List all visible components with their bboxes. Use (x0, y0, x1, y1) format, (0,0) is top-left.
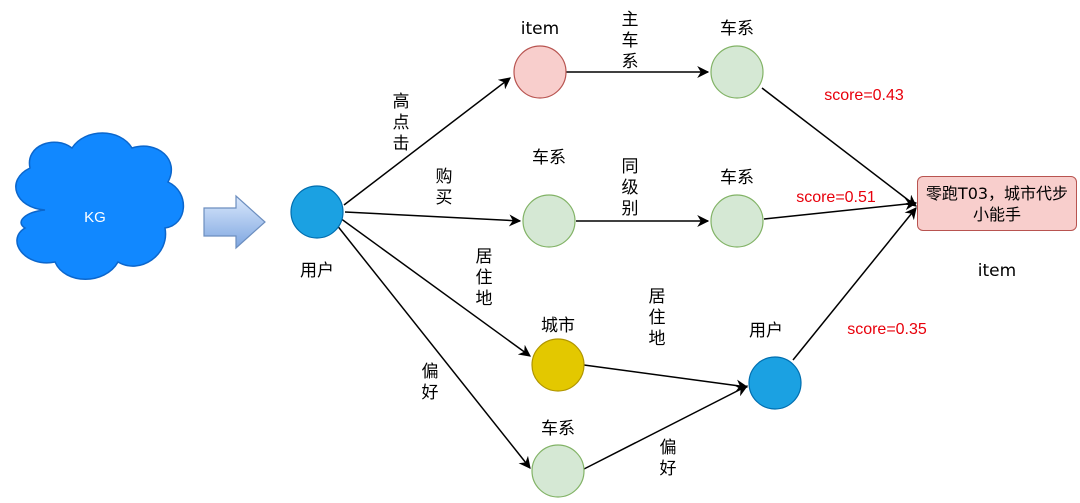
item-node-label: item (521, 19, 559, 39)
edge-label-main-series: 主车系 (622, 10, 639, 72)
score-mid: score=0.51 (796, 189, 876, 206)
user-start-label: 用户 (300, 261, 334, 281)
edge-label-preference-1: 偏好 (422, 362, 439, 403)
item-node (513, 45, 567, 99)
series-bottom-label: 车系 (541, 419, 575, 439)
result-item-box: 零跑T03，城市代步小能手 (917, 176, 1077, 231)
edge-user-to-series-mid (344, 211, 522, 227)
series-node-mid-left (522, 194, 576, 248)
edge-mid-to-result (763, 198, 918, 220)
edge-user-to-city (339, 217, 531, 357)
series-node-mid-right (710, 194, 764, 248)
series-node-top-right (710, 45, 764, 99)
edge-label-residence-2: 居住地 (649, 287, 666, 349)
user-mid-node (748, 356, 802, 410)
kg-cloud (15, 132, 185, 280)
edge-label-same-level: 同级别 (622, 157, 639, 219)
edge-city-to-user (583, 364, 749, 392)
city-node (531, 338, 585, 392)
series-top-right-label: 车系 (720, 19, 754, 39)
edge-label-residence-1: 居住地 (476, 247, 493, 309)
edge-user-to-item (343, 77, 511, 206)
result-caption: item (978, 261, 1016, 281)
edge-bottom-to-result (792, 207, 917, 361)
user-mid-label: 用户 (749, 321, 783, 341)
edge-top-to-result (761, 87, 917, 207)
edge-user-to-series-bottom (335, 223, 531, 469)
score-top: score=0.43 (824, 87, 904, 104)
series-mid-left-label: 车系 (532, 148, 566, 168)
flow-arrow-icon (203, 194, 266, 250)
city-label: 城市 (541, 316, 575, 336)
edge-label-preference-2: 偏好 (660, 438, 677, 479)
kg-label: KG (84, 209, 106, 226)
series-node-bottom (531, 444, 585, 498)
edge-series-to-user (583, 385, 749, 470)
user-start-node (290, 185, 344, 239)
series-mid-right-label: 车系 (720, 168, 754, 188)
edge-label-buy: 购买 (436, 167, 453, 208)
result-item-text: 零跑T03，城市代步小能手 (925, 183, 1069, 224)
edge-label-high-click: 高点击 (393, 92, 410, 154)
score-bottom: score=0.35 (847, 321, 927, 338)
